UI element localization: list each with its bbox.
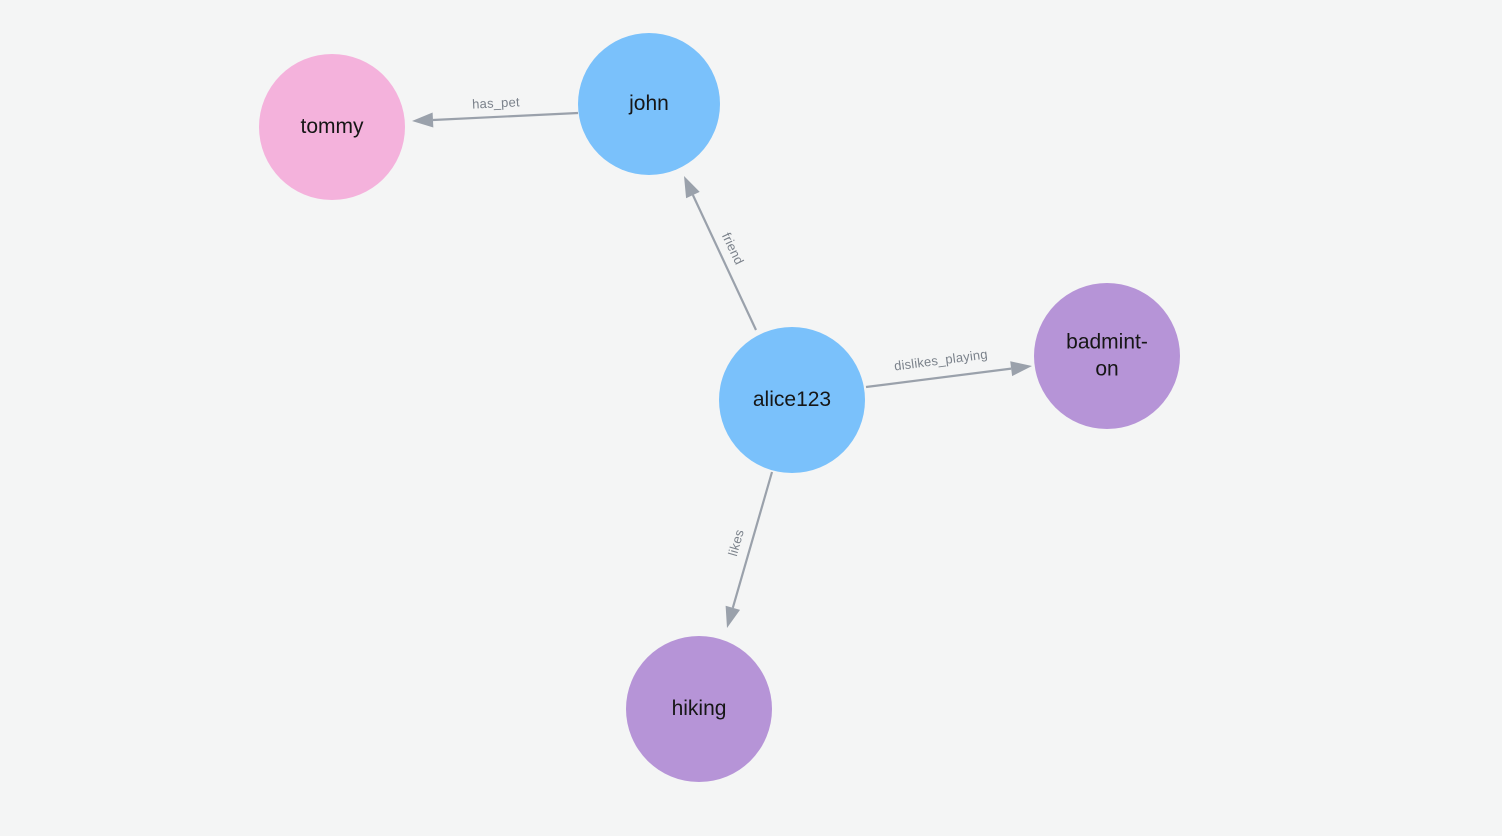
edge-line xyxy=(865,367,1012,389)
graph-edge[interactable]: likes xyxy=(725,471,774,628)
graph-edge[interactable]: has_pet xyxy=(412,94,579,128)
graph-edge[interactable]: friend xyxy=(684,176,757,331)
edge-line xyxy=(691,194,757,331)
edge-arrowhead-icon xyxy=(684,176,700,199)
graph-node-john[interactable]: john xyxy=(578,33,720,175)
graph-node-badminton[interactable]: badmint-on xyxy=(1034,283,1180,429)
graph-node-tommy[interactable]: tommy xyxy=(259,54,405,200)
node-circle[interactable] xyxy=(259,54,405,200)
edge-line xyxy=(432,111,579,122)
edge-arrowhead-icon xyxy=(412,112,434,128)
edge-arrowhead-icon xyxy=(725,605,741,628)
node-circle[interactable] xyxy=(719,327,865,473)
edge-label: has_pet xyxy=(472,94,521,111)
graph-node-hiking[interactable]: hiking xyxy=(626,636,772,782)
graph-edge[interactable]: dislikes_playing xyxy=(865,346,1032,389)
nodes-layer: tommy john alice123 badmint-on hiking xyxy=(259,33,1180,782)
edge-line xyxy=(731,471,774,609)
edge-label: dislikes_playing xyxy=(893,346,988,373)
node-circle[interactable] xyxy=(1034,283,1180,429)
node-circle[interactable] xyxy=(626,636,772,782)
node-circle[interactable] xyxy=(578,33,720,175)
graph-node-alice123[interactable]: alice123 xyxy=(719,327,865,473)
edge-label: likes xyxy=(725,527,747,557)
edge-arrowhead-icon xyxy=(1010,361,1032,377)
